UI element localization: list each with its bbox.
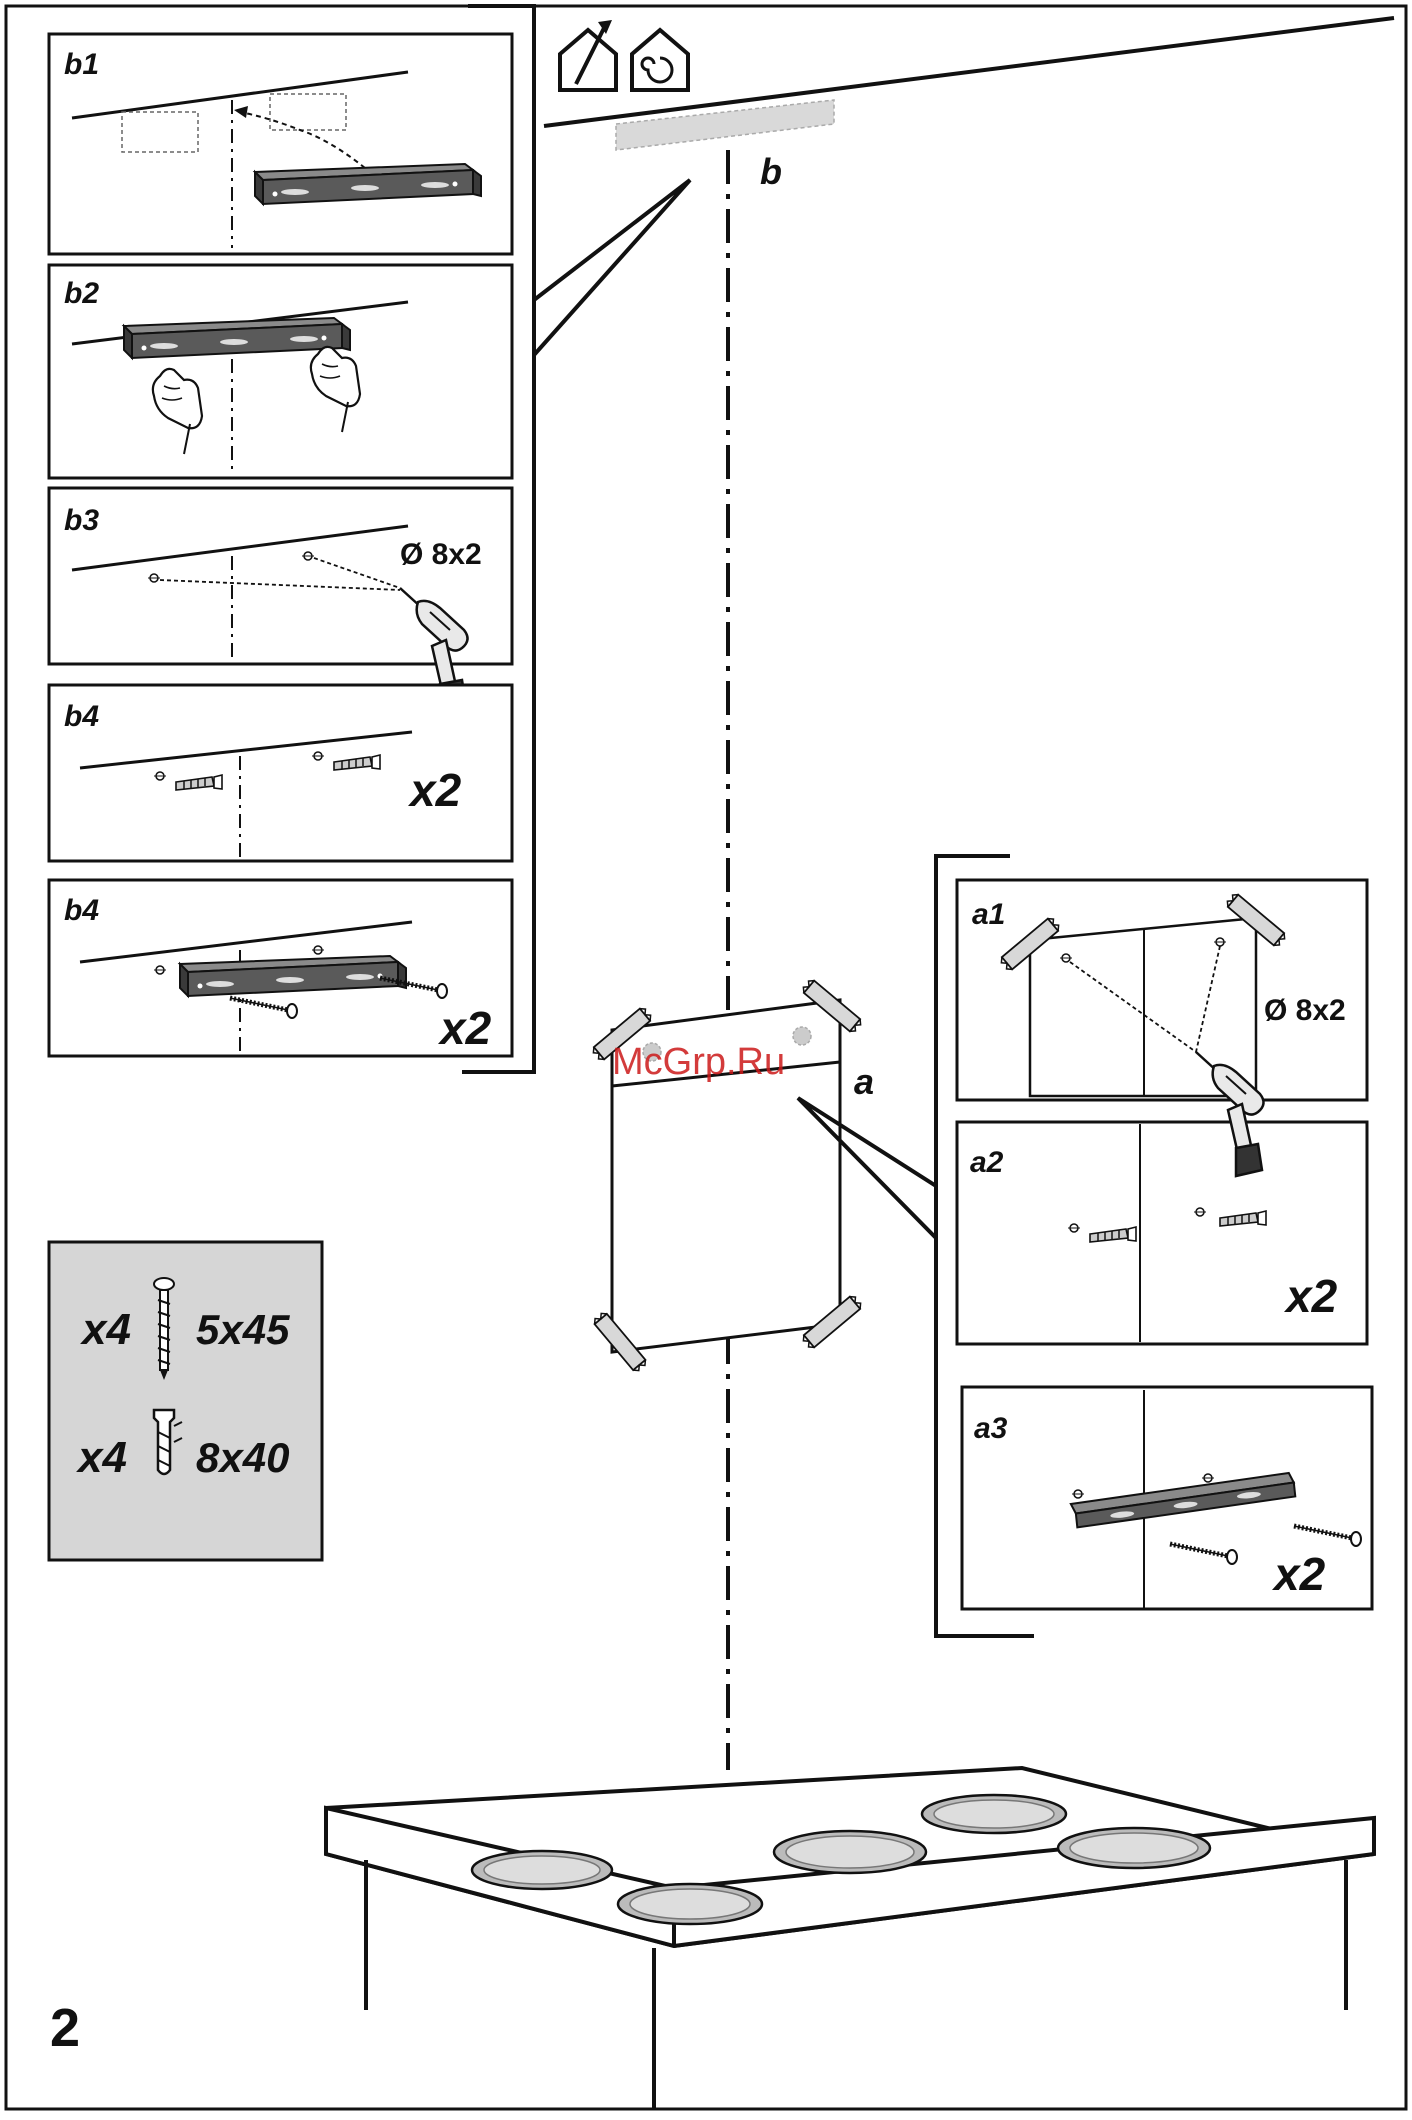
a3-quantity: x2 [1271,1548,1326,1600]
paper-template: McGrp.Ru [591,978,863,1373]
part-plug-qty: x4 [76,1433,127,1482]
panel-b4-plugs: b4 x2 [49,685,512,861]
panel-b2: b2 [49,265,512,478]
panel-b3: b3 Ø 8x2 [49,488,512,712]
b-callout-wedge [534,180,690,355]
b4-screws-quantity: x2 [437,1002,492,1054]
page-number: 2 [50,1998,80,2058]
recirculation-icon [632,30,688,90]
panel-b4-label: b4 [64,894,99,927]
panel-b4-screws: b4 x2 [49,880,512,1056]
label-a: a [854,1061,874,1102]
panel-b1: b1 [49,34,512,254]
panel-b1-label: b1 [64,48,99,81]
panel-a3: a3 x2 [962,1387,1372,1609]
a2-quantity: x2 [1283,1270,1338,1322]
panel-a1-label: a1 [972,898,1005,931]
bracket-position-marker [616,100,834,150]
watermark: McGrp.Ru [612,1041,785,1083]
part-screw-size: 5x45 [196,1306,290,1353]
parts-box: x4 5x45 x4 8x40 [49,1242,322,1560]
panel-a3-label: a3 [974,1412,1008,1445]
panel-b4-label: b4 [64,700,99,733]
label-b: b [760,151,782,192]
panel-b3-label: b3 [64,504,99,537]
mode-icons [560,20,688,90]
part-screw-qty: x4 [80,1305,131,1354]
part-plug-size: 8x40 [196,1434,289,1481]
panel-a1: a1 Ø 8x2 [957,880,1367,1100]
panel-a2-label: a2 [970,1146,1004,1179]
b4-quantity: x2 [407,764,462,816]
a1-drill-size: Ø 8x2 [1264,994,1346,1027]
cooktop [326,1768,1374,2109]
b3-drill-size: Ø 8x2 [400,538,482,571]
ducted-exhaust-icon [560,20,616,90]
panel-b2-label: b2 [64,277,99,310]
panel-a2: a2 x2 [957,1122,1367,1344]
